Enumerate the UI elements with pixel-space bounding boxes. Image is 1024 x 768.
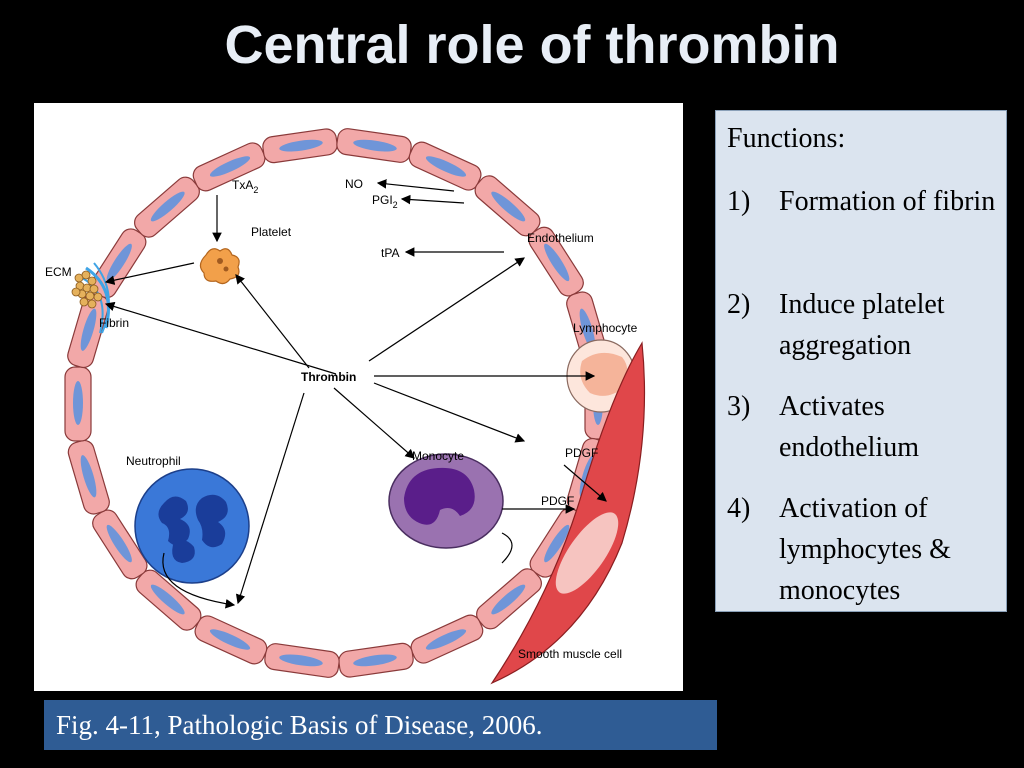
neutrophil-label: Neutrophil — [126, 454, 181, 468]
monocyte-icon — [388, 453, 504, 549]
arrows — [104, 179, 607, 609]
function-text: Activates endothelium — [779, 391, 919, 463]
smooth-muscle-label: Smooth muscle cell — [518, 647, 622, 661]
no-label: NO — [345, 177, 363, 191]
monocyte-label: Monocyte — [412, 449, 464, 463]
function-number: 2) — [727, 289, 751, 320]
endothelial-cell — [135, 569, 202, 631]
functions-heading: Functions: — [727, 123, 846, 154]
endothelial-cell — [338, 642, 414, 678]
endothelial-cell — [476, 568, 542, 630]
endothelial-cell — [528, 226, 584, 297]
endothelial-cell — [408, 141, 482, 191]
functions-panel: Functions: 1) Formation of fibrin 2) Ind… — [715, 110, 1007, 612]
endothelial-cell — [134, 176, 200, 238]
pdgf-label-2: PDGF — [541, 494, 574, 508]
figure-caption: Fig. 4-11, Pathologic Basis of Disease, … — [44, 700, 717, 750]
lymphocyte-label: Lymphocyte — [573, 321, 638, 335]
function-number: 4) — [727, 493, 751, 524]
pgi2-label: PGI2 — [372, 193, 398, 210]
endothelial-cell — [192, 142, 266, 192]
endothelial-cell — [410, 614, 484, 664]
endothelial-cell — [67, 439, 110, 515]
neutrophil-icon — [134, 468, 250, 584]
function-text: Formation of fibrin — [779, 186, 996, 217]
fibrin-label: Fibrin — [99, 316, 129, 330]
endothelial-cell — [92, 509, 148, 580]
thrombin-label: Thrombin — [301, 370, 356, 384]
function-number: 3) — [727, 391, 751, 422]
endothelial-cell — [64, 366, 92, 442]
tpa-label: tPA — [381, 246, 399, 260]
endothelial-cell — [194, 615, 268, 665]
txa2-label: TxA2 — [232, 178, 258, 195]
thrombin-diagram: TxA2 NO PGI2 Platelet tPA Endothelium EC… — [34, 103, 683, 691]
endothelial-cell — [474, 175, 541, 237]
vessel-wall — [64, 128, 612, 678]
smooth-muscle-cell-icon — [490, 341, 646, 685]
function-text: Activation of lymphocytes & monocytes — [779, 493, 951, 606]
endothelial-cell — [262, 128, 338, 164]
function-number: 1) — [727, 186, 751, 217]
pdgf-label-1: PDGF — [565, 446, 598, 460]
endothelial-cell — [336, 128, 412, 163]
endothelial-cell — [264, 643, 340, 678]
endothelium-label: Endothelium — [527, 231, 594, 245]
function-text: Induce platelet aggregation — [779, 289, 945, 361]
ecm-fibrin-icon — [71, 262, 110, 334]
ecm-label: ECM — [45, 265, 72, 279]
slide-title: Central role of thrombin — [224, 15, 840, 75]
platelet-label: Platelet — [251, 225, 292, 239]
platelet-icon — [199, 248, 240, 285]
